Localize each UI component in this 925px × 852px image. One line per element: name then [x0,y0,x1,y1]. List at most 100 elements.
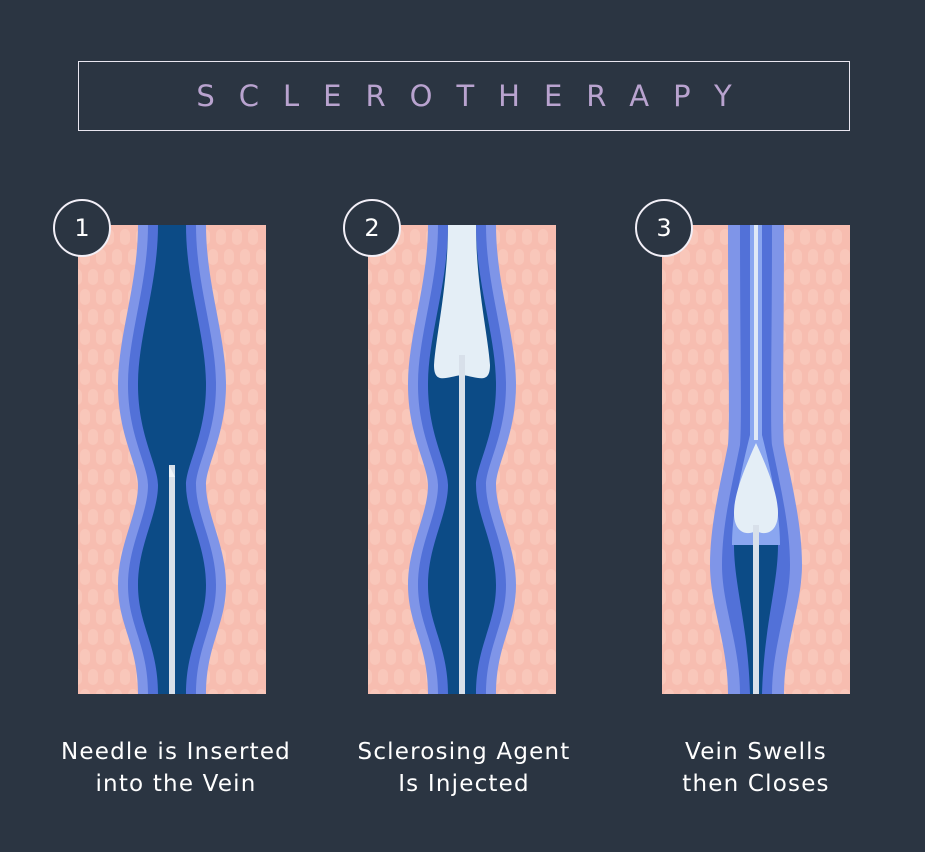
skin-cell [232,389,242,405]
skin-cell [784,349,794,365]
skin-cell [248,669,258,685]
skin-cell [386,609,396,625]
skin-cell [672,429,682,445]
skin-cell [120,509,130,525]
caption-line: Vein Swells [685,739,827,765]
skin-cell [232,309,242,325]
skin-cell [112,249,122,265]
skin-cell [832,389,842,405]
skin-cell [368,389,372,405]
skin-cell [664,569,674,585]
skin-cell [816,269,826,285]
skin-cell [112,529,122,545]
skin-cell [672,349,682,365]
skin-cell [696,409,706,425]
skin-cell [546,249,556,265]
skin-cell [514,489,524,505]
skin-cell [522,269,532,285]
skin-cell [240,609,250,625]
skin-cell [386,449,396,465]
skin-cell [386,569,396,585]
skin-cell [120,469,130,485]
skin-cell [224,489,234,505]
skin-cell [800,589,810,605]
skin-cell [808,609,818,625]
skin-cell [530,449,540,465]
skin-cell [378,629,388,645]
skin-cell [680,569,690,585]
skin-cell [662,509,666,525]
skin-cell [104,509,114,525]
skin-cell [370,569,380,585]
skin-cell [386,649,396,665]
skin-cell [394,429,404,445]
skin-cell [104,309,114,325]
skin-cell [96,249,106,265]
skin-cell [840,489,850,505]
skin-cell [370,409,380,425]
skin-cell [696,529,706,545]
skin-cell [208,489,218,505]
skin-cell [248,549,258,565]
skin-cell [530,369,540,385]
skin-cell [808,449,818,465]
skin-cell [696,689,706,694]
skin-cell [712,649,722,665]
skin-cell [712,289,722,305]
skin-cell [232,669,242,685]
skin-cell [96,569,106,585]
skin-cell [240,489,250,505]
skin-cell [792,329,802,345]
skin-cell [808,289,818,305]
skin-cell [784,269,794,285]
skin-cell [522,429,532,445]
skin-cell [368,349,372,365]
skin-cell [232,429,242,445]
skin-cell [370,329,380,345]
skin-cell [386,369,396,385]
skin-cell [662,589,666,605]
skin-cell [386,329,396,345]
skin-cell [80,689,90,694]
skin-cell [78,589,82,605]
skin-cell [664,329,674,345]
skin-cell [720,389,730,405]
skin-cell [410,269,420,285]
skin-cell [96,609,106,625]
skin-cell [80,329,90,345]
skin-cell [538,269,548,285]
skin-cell [104,469,114,485]
skin-cell [394,629,404,645]
skin-cell [96,449,106,465]
skin-cell [522,589,532,605]
skin-cell [402,289,412,305]
skin-cell [128,249,138,265]
skin-cell [402,489,412,505]
skin-cell [832,309,842,325]
skin-cell [216,669,226,685]
skin-cell [546,289,556,305]
skin-cell [370,649,380,665]
skin-cell [80,449,90,465]
skin-cell [546,329,556,345]
skin-cell [498,489,508,505]
skin-cell [120,669,130,685]
skin-cell [216,309,226,325]
skin-cell [418,689,428,694]
skin-cell [800,509,810,525]
skin-cell [808,569,818,585]
skin-cell [664,689,674,694]
skin-cell [368,429,372,445]
step-number-badge-2: 2 [343,199,401,257]
skin-cell [402,409,412,425]
skin-cell [840,609,850,625]
skin-cell [696,449,706,465]
skin-cell [680,249,690,265]
skin-cell [498,249,508,265]
skin-cell [112,689,122,694]
skin-cell [680,449,690,465]
skin-cell [696,609,706,625]
skin-cell [232,629,242,645]
skin-cell [680,329,690,345]
